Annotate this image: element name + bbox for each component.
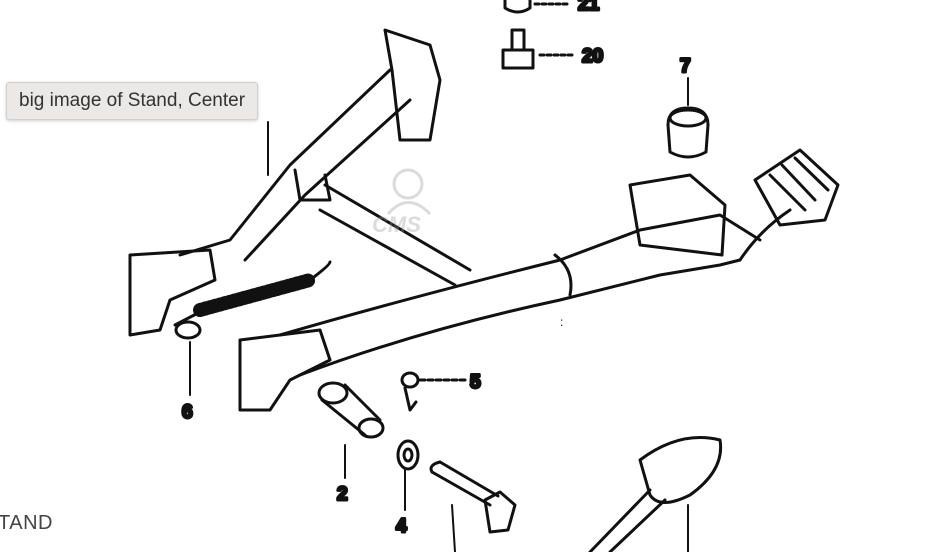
callout-2: 2 <box>337 484 348 505</box>
cms-watermark: CMS <box>368 166 458 250</box>
image-tooltip: big image of Stand, Center <box>6 82 259 120</box>
washer-4 <box>396 439 420 471</box>
callout-6: 6 <box>182 402 193 423</box>
callout-20: 20 <box>582 46 603 67</box>
washer-6 <box>174 320 202 340</box>
callout-7: 7 <box>680 56 691 77</box>
bushing-2 <box>317 381 385 439</box>
bolt-21 <box>503 0 572 14</box>
dot-mark: : <box>560 315 563 329</box>
diagram-caption: TAND <box>0 512 53 534</box>
watermark-text: CMS <box>372 212 421 237</box>
bolt-20 <box>501 28 577 70</box>
side-stand-foot <box>588 436 723 552</box>
clip-5 <box>400 371 420 412</box>
spring <box>173 260 332 327</box>
rubber-cap-7 <box>666 106 710 159</box>
pivot-bolt <box>429 460 517 552</box>
callout-4: 4 <box>396 516 407 537</box>
callout-5: 5 <box>470 372 481 393</box>
center-stand-frame <box>128 28 840 412</box>
callout-21: 21 <box>578 0 600 15</box>
